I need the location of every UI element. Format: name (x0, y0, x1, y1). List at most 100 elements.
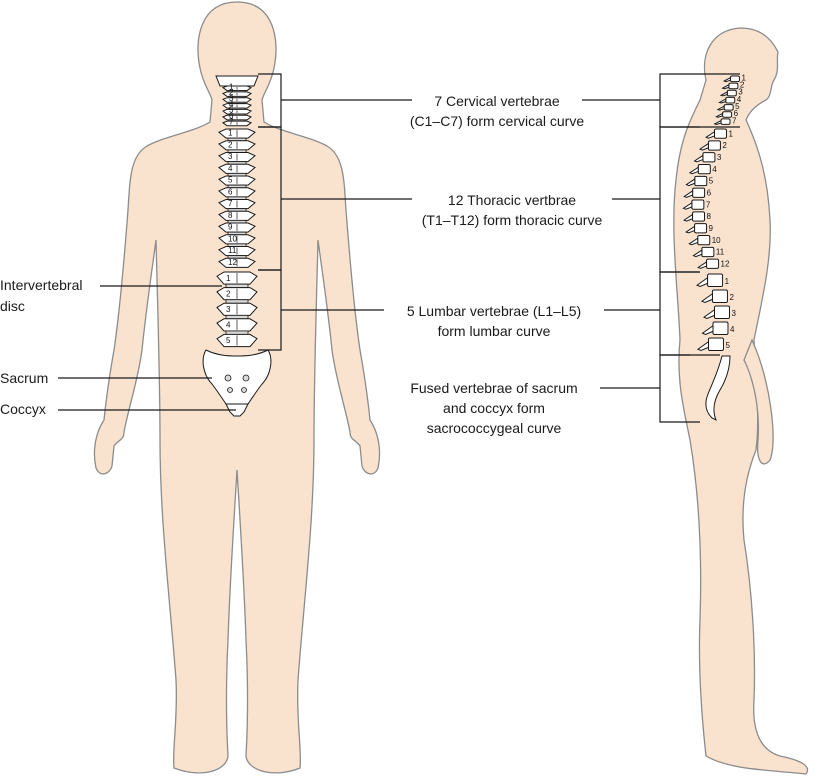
cervical-vertebra-lateral: 5 (716, 102, 740, 111)
lumbar-vertebra-number: 4 (730, 325, 735, 334)
lateral-brackets (582, 73, 740, 423)
label-lumbar-vertebrae: 5 Lumbar vertebrae (L1–L5) form lumbar c… (407, 303, 581, 339)
cervical-vertebra: 1 (221, 82, 253, 91)
cervical-vertebra-number: 2 (229, 88, 234, 97)
label-sacrococcygeal-curve: Fused vertebrae of sacrum and coccyx for… (410, 380, 577, 436)
thoracic-vertebra-lateral: 4 (688, 164, 717, 175)
thoracic-vertebra-lateral: 9 (685, 223, 714, 234)
thoracic-vertebra: 10 (218, 234, 256, 245)
cervical-vertebra-number: 7 (229, 117, 234, 126)
svg-text:Sacrum: Sacrum (0, 370, 48, 386)
thoracic-vertebra-number: 7 (706, 200, 711, 209)
lumbar-vertebra: 4 (216, 318, 258, 332)
thoracic-vertebra: 8 (218, 210, 256, 221)
thoracic-vertebra-lateral: 5 (685, 175, 714, 187)
lumbar-vertebra: 2 (216, 287, 258, 301)
lumbar-vertebra-number: 1 (226, 274, 231, 283)
intervertebral-disc (225, 299, 249, 304)
label-cervical-vertebrae: 7 Cervical vertebrae (C1–C7) form cervic… (410, 93, 584, 129)
cervical-vertebra: 7 (221, 117, 253, 126)
lumbar-vertebra: 5 (216, 333, 258, 348)
lumbar-vertebra-number: 1 (725, 277, 730, 286)
svg-text:Fused vertebrae of sacrum: Fused vertebrae of sacrum (410, 380, 577, 396)
thoracic-vertebra-lateral: 12 (697, 258, 730, 269)
thoracic-vertebra-number: 6 (228, 187, 233, 196)
cervical-vertebra-lateral: 6 (714, 109, 739, 118)
thoracic-vertebra: 9 (218, 222, 256, 233)
thoracic-vertebra: 11 (218, 246, 256, 257)
thoracic-vertebra-lateral: 8 (683, 211, 712, 222)
lumbar-vertebra-number: 3 (731, 309, 736, 318)
cervical-vertebra: 4 (221, 100, 253, 109)
cervical-vertebra-number: 5 (735, 102, 740, 111)
thoracic-vertebra-number: 12 (721, 260, 730, 269)
cervical-vertebra: 6 (221, 112, 253, 121)
lumbar-vertebra: 1 (216, 271, 258, 285)
thoracic-vertebra-number: 11 (228, 246, 237, 255)
lateral-body-silhouette (673, 27, 809, 775)
cervical-vertebra-lateral: 2 (721, 81, 745, 90)
cervical-vertebra-number: 6 (734, 109, 739, 118)
thoracic-vertebra-number: 8 (707, 212, 712, 221)
thoracic-vertebra-number: 2 (228, 140, 233, 149)
cervical-vertebra-lateral: 3 (719, 88, 743, 97)
svg-text:and coccyx form: and coccyx form (443, 400, 545, 416)
thoracic-vertebra-lateral: 1 (705, 128, 733, 139)
thoracic-vertebra-number: 10 (228, 234, 237, 243)
coccyx-bone (225, 403, 249, 417)
lumbar-vertebra-number: 2 (729, 293, 734, 302)
atlas-vertebra (215, 75, 259, 87)
thoracic-vertebra-number: 10 (712, 236, 721, 245)
thoracic-vertebra-number: 5 (709, 177, 714, 186)
cervical-vertebra-number: 7 (732, 116, 737, 125)
svg-text:12 Thoracic vertbrae: 12 Thoracic vertbrae (448, 192, 576, 208)
thoracic-vertebra-number: 9 (228, 223, 233, 232)
thoracic-vertebra-number: 8 (228, 211, 233, 220)
cervical-vertebra-lateral: 1 (722, 73, 746, 82)
cervical-vertebra-number: 4 (737, 95, 742, 104)
cervical-vertebra: 5 (221, 106, 253, 115)
thoracic-vertebra: 1 (218, 128, 256, 139)
intervertebral-disc (225, 314, 249, 320)
svg-text:form lumbar curve: form lumbar curve (438, 323, 551, 339)
label-thoracic-vertebrae: 12 Thoracic vertbrae (T1–T12) form thora… (422, 192, 603, 228)
thoracic-vertebra: 5 (218, 175, 256, 186)
lumbar-vertebra-number: 5 (226, 336, 231, 345)
lumbar-vertebra-number: 2 (226, 289, 231, 298)
thoracic-vertebra-number: 3 (228, 152, 233, 161)
thoracic-vertebra: 7 (218, 199, 256, 210)
thoracic-vertebra-number: 5 (228, 176, 233, 185)
thoracic-vertebra-number: 6 (707, 189, 712, 198)
thoracic-vertebra-number: 3 (717, 153, 722, 162)
svg-text:(T1–T12) form thoracic curve: (T1–T12) form thoracic curve (422, 212, 603, 228)
svg-text:7 Cervical vertebrae: 7 Cervical vertebrae (434, 93, 559, 109)
lumbar-vertebra-number: 3 (226, 305, 231, 314)
thoracic-vertebra: 12 (218, 257, 256, 268)
cervical-vertebra-lateral: 4 (718, 95, 742, 104)
cervical-vertebra-number: 3 (738, 88, 743, 97)
thoracic-vertebra-lateral: 10 (688, 235, 721, 246)
label-sacrum: Sacrum (0, 370, 212, 386)
thoracic-vertebra-number: 11 (716, 248, 725, 257)
intervertebral-disc (225, 330, 249, 335)
cervical-vertebra-number: 2 (740, 81, 745, 90)
svg-text:5 Lumbar vertebrae (L1–L5): 5 Lumbar vertebrae (L1–L5) (407, 303, 581, 319)
cervical-vertebra-number: 5 (229, 106, 234, 115)
thoracic-vertebra-lateral: 6 (683, 187, 712, 198)
svg-text:sacrococcygeal curve: sacrococcygeal curve (427, 420, 562, 436)
thoracic-vertebra-number: 4 (712, 165, 717, 174)
lumbar-vertebra: 3 (216, 302, 258, 316)
thoracic-vertebra-number: 7 (228, 199, 233, 208)
lumbar-vertebra-lateral: 5 (696, 337, 730, 352)
thoracic-vertebra-lateral: 11 (692, 246, 725, 258)
cervical-vertebra-number: 3 (229, 94, 234, 103)
lumbar-vertebra-number: 4 (226, 321, 231, 330)
thoracic-vertebra: 3 (218, 152, 256, 163)
thoracic-vertebra: 4 (218, 163, 256, 174)
lumbar-vertebra-lateral: 3 (702, 305, 736, 320)
cervical-vertebra-lateral: 7 (713, 116, 737, 125)
thoracic-vertebra-number: 1 (728, 129, 733, 138)
